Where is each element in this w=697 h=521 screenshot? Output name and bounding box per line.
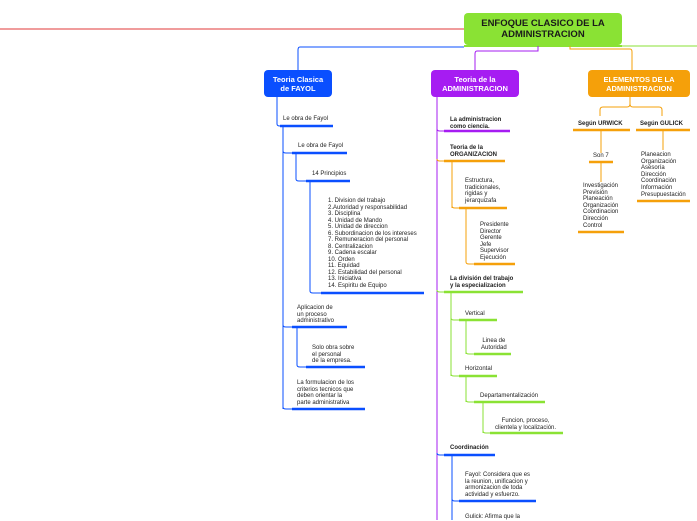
teoria-funcion-node[interactable]: Funcion, proceso, clientela y localizaci… [495, 418, 557, 431]
fayol-formulacion-node[interactable]: La formulacion de los criterios tecnicos… [297, 380, 355, 406]
elementos-son7-node[interactable]: Son 7 [593, 153, 609, 159]
root-node[interactable]: ENFOQUE CLASICO DE LA ADMINISTRACION [464, 13, 622, 45]
teoria-horizontal-node[interactable]: Horizontal [465, 366, 493, 372]
fayol-aplicacion-node[interactable]: Aplicacion de un proceso administrativo [297, 305, 335, 325]
root-to-fayol [297, 46, 464, 70]
fayol-principios-node[interactable]: 14 Principios [312, 171, 347, 177]
root-to-teoria [474, 46, 539, 70]
teoria-fayol-coord-node[interactable]: Fayol: Considera que es la reunion, unif… [465, 472, 531, 498]
fayol-topic[interactable]: Teoria Clasica de FAYOL [264, 70, 332, 97]
fayol-principios-list[interactable]: 1. Division del trabajo 2.Autoridad y re… [328, 198, 417, 289]
elementos-gulick-node[interactable]: Según GULICK [640, 121, 683, 127]
teoria-division-node[interactable]: La división del trabajo y la especializa… [450, 276, 514, 289]
teoria-connectors [436, 97, 563, 520]
fayol-obra-sub-node[interactable]: Le obra de Fayol [298, 143, 344, 149]
elementos-topic[interactable]: ELEMENTOS DE LA ADMINISTRACION [588, 70, 690, 97]
fayol-connectors [276, 97, 424, 411]
elementos-gulick-list[interactable]: Planeacion Organización Asesoría Direcci… [641, 152, 686, 198]
root-to-elementos [569, 46, 633, 70]
fayol-solo-node[interactable]: Solo obra sobre el personal de la empres… [312, 345, 355, 365]
elementos-urwick-node[interactable]: Según URWICK [578, 121, 623, 127]
teoria-ciencia-node[interactable]: La administracion como ciencia. [450, 117, 502, 130]
elementos-urwick-list[interactable]: Investigación Previsión Planeación Organ… [583, 183, 619, 229]
teoria-linea-node[interactable]: Linea de Autoridad [481, 338, 507, 351]
teoria-departamentalizacion-node[interactable]: Departamentalización [480, 393, 539, 399]
teoria-vertical-node[interactable]: Vertical [465, 311, 485, 317]
teoria-gulick-node[interactable]: Gulick: Afirma que la [465, 514, 521, 520]
teoria-coordinacion-node[interactable]: Coordinación [450, 445, 489, 451]
elementos-connectors [573, 97, 690, 234]
teoria-topic[interactable]: Teoria de la ADMINISTRACION [431, 70, 519, 97]
teoria-estructura-node[interactable]: Estructura, tradicionales, rigidas y jer… [465, 178, 501, 204]
teoria-organizacion-node[interactable]: Teoria de la ORGANIZACION [450, 145, 497, 158]
teoria-cargos-node[interactable]: Presidente Director Gerente Jefe Supervi… [480, 222, 509, 261]
fayol-obra-node[interactable]: Le obra de Fayol [283, 116, 329, 122]
